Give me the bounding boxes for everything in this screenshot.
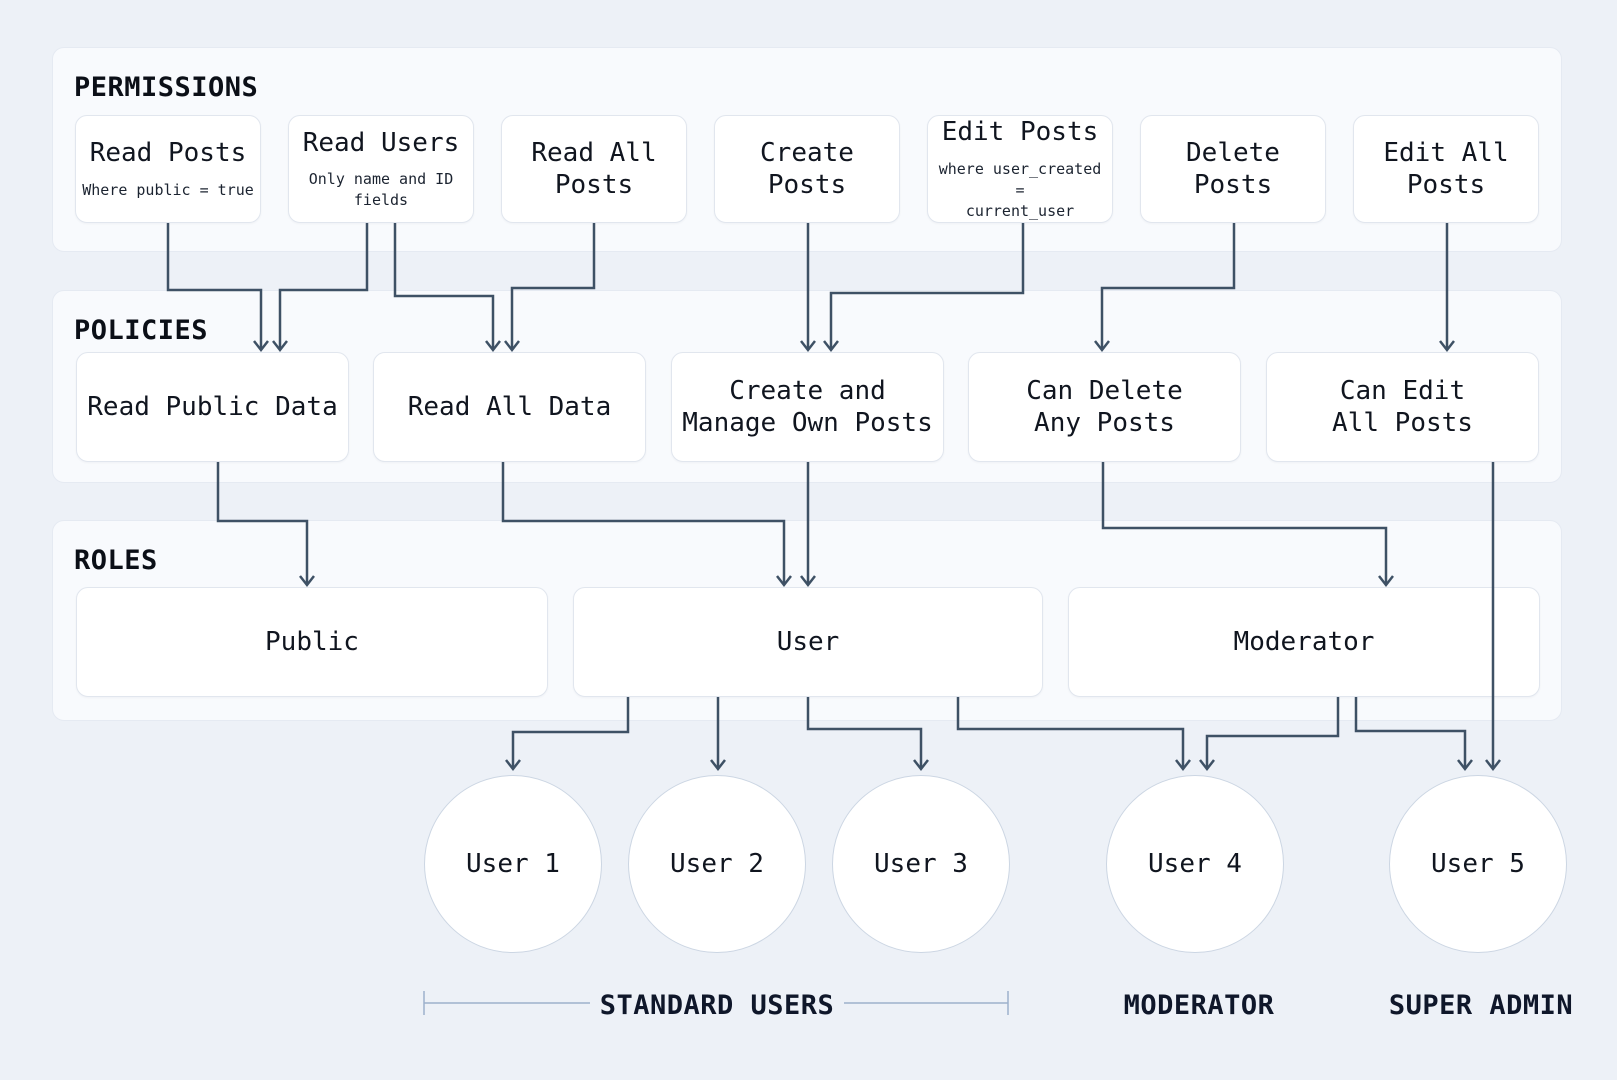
role-node-public: Public [76, 587, 548, 697]
node-label: Create and Manage Own Posts [682, 375, 933, 439]
user-label: User 3 [874, 849, 968, 879]
group-label-moderator: MODERATOR [1123, 990, 1275, 1021]
node-label: Read Posts [89, 138, 247, 169]
permission-node-read-posts: Read Posts Where public = true [75, 115, 261, 223]
policy-node-create-manage-own-posts: Create and Manage Own Posts [671, 352, 944, 462]
user-label: User 5 [1431, 849, 1525, 879]
policy-node-read-public-data: Read Public Data [76, 352, 349, 462]
node-label: Read All Data [407, 391, 612, 422]
permission-node-read-users: Read Users Only name and ID fields [288, 115, 474, 223]
policies-title: POLICIES [74, 315, 209, 346]
user-label: User 4 [1148, 849, 1242, 879]
node-label: Moderator [1233, 626, 1375, 657]
user-label: User 1 [466, 849, 560, 879]
user-circle-4: User 4 [1106, 775, 1284, 953]
permission-node-create-posts: Create Posts [714, 115, 900, 223]
node-label: Can Delete Any Posts [1026, 375, 1183, 439]
node-label: Can Edit All Posts [1332, 375, 1473, 439]
node-label: Read Users [302, 127, 460, 158]
roles-title: ROLES [74, 545, 158, 576]
group-label-standard-users: STANDARD USERS [599, 990, 835, 1021]
permission-node-edit-posts: Edit Posts where user_created = current_… [927, 115, 1113, 223]
user-circle-2: User 2 [628, 775, 806, 953]
user-circle-1: User 1 [424, 775, 602, 953]
node-label: Public [265, 626, 359, 657]
user-circle-5: User 5 [1389, 775, 1567, 953]
permissions-title: PERMISSIONS [74, 72, 259, 103]
policy-node-can-delete-any-posts: Can Delete Any Posts [968, 352, 1241, 462]
node-label: Read All Posts [531, 137, 657, 201]
node-label: User [776, 626, 840, 657]
role-node-moderator: Moderator [1068, 587, 1540, 697]
role-node-user: User [573, 587, 1043, 697]
node-label: Delete Posts [1186, 137, 1280, 201]
node-sublabel: where user_created = current_user [938, 159, 1102, 220]
user-label: User 2 [670, 849, 764, 879]
group-label-super-admin: SUPER ADMIN [1388, 990, 1574, 1021]
permission-node-read-all-posts: Read All Posts [501, 115, 687, 223]
node-sublabel: Only name and ID fields [308, 170, 454, 210]
policy-node-can-edit-all-posts: Can Edit All Posts [1266, 352, 1539, 462]
node-label: Edit Posts [941, 117, 1099, 148]
node-label: Create Posts [760, 137, 854, 201]
node-label: Edit All Posts [1383, 137, 1509, 201]
policy-node-read-all-data: Read All Data [373, 352, 646, 462]
node-sublabel: Where public = true [82, 180, 254, 199]
user-circle-3: User 3 [832, 775, 1010, 953]
node-label: Read Public Data [87, 391, 338, 422]
permission-node-delete-posts: Delete Posts [1140, 115, 1326, 223]
permission-node-edit-all-posts: Edit All Posts [1353, 115, 1539, 223]
